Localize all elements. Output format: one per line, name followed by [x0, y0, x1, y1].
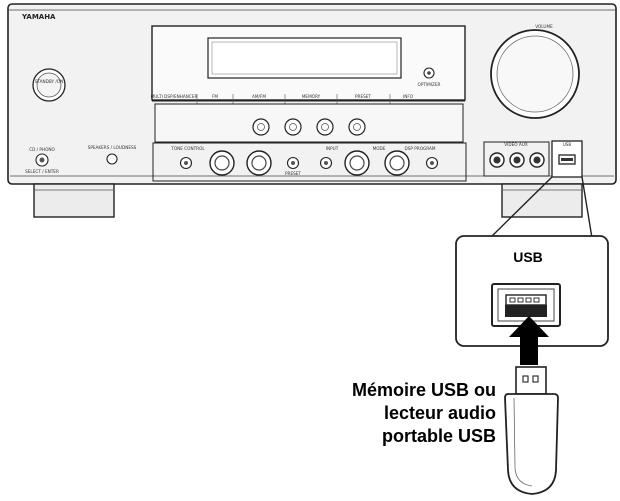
dsp-knob[interactable]: [384, 150, 410, 176]
preset-knob-4[interactable]: [348, 118, 366, 136]
caption-line-1: Mémoire USB ou: [351, 380, 496, 400]
usb-stick-connector: [515, 366, 547, 395]
optimizer-label: OPTIMIZER: [418, 82, 441, 87]
display-label-3: MEMORY: [302, 94, 321, 99]
volume-knob[interactable]: [490, 29, 580, 119]
zoomed-usb-port[interactable]: [491, 283, 561, 327]
display-label-5: INFO: [403, 94, 414, 99]
standby-button[interactable]: STANDBY /ON: [32, 68, 66, 102]
bass-knob[interactable]: [209, 150, 235, 176]
brand-logo: YAMAHA: [21, 13, 56, 21]
cd-phono-knob[interactable]: [35, 153, 49, 167]
dsp-label: DSP PROGRAM: [405, 146, 436, 151]
straight-button[interactable]: [425, 156, 439, 170]
preset-knob-3[interactable]: [316, 118, 334, 136]
front-usb-port[interactable]: [558, 154, 576, 165]
left-foot: [33, 183, 115, 218]
receiver-front-panel: YAMAHA STANDBY /ON OPTIMIZER MULTI DSP/E…: [7, 3, 617, 218]
preset-knob-2[interactable]: [284, 118, 302, 136]
input-label: INPUT: [326, 146, 339, 151]
speakers-button[interactable]: [106, 153, 118, 165]
optimizer-jack[interactable]: [423, 67, 435, 79]
volume-label: VOLUME: [535, 24, 553, 29]
zoom-callout-lines: [489, 176, 593, 239]
preset-strip: [154, 103, 464, 143]
usb-stick-body: [504, 393, 559, 495]
lower-control-band: [152, 142, 467, 182]
caption-line-3: portable USB: [381, 426, 496, 446]
insert-arrow-icon: [509, 316, 549, 365]
aux-video-jack[interactable]: [489, 152, 505, 168]
aux-audio-left-jack[interactable]: [509, 152, 525, 168]
tone-button[interactable]: [179, 156, 193, 170]
aux-label: VIDEO AUX: [504, 142, 528, 147]
speakers-label: SPEAKERS / LOUDNESS: [88, 145, 137, 150]
treble-knob[interactable]: [246, 150, 272, 176]
tone-label: TONE CONTROL: [170, 146, 205, 151]
tuner-button-row: MULTI DSP/ENHANCER FM AM/FM MEMORY PRESE…: [151, 94, 465, 106]
usb-callout-box: USB: [455, 235, 609, 347]
usb-device-caption: Mémoire USB ou lecteur audio portable US…: [256, 379, 496, 448]
preset-button[interactable]: [286, 156, 300, 170]
display-label-1: FM: [212, 94, 218, 99]
display-label-4: PRESET: [355, 94, 371, 99]
usb-callout-label: USB: [513, 249, 543, 265]
cd-phono-label: CD / PHONO: [29, 147, 55, 152]
display-window: [207, 37, 402, 79]
caption-line-2: lecteur audio: [383, 403, 496, 423]
usb-stick-device[interactable]: [504, 366, 559, 495]
preset-label: PRESET: [285, 171, 301, 176]
usb-small-label: USB: [563, 142, 572, 147]
mode-label: MODE: [373, 146, 386, 151]
display-label-2: AM/FM: [252, 94, 266, 99]
aux-audio-right-jack[interactable]: [529, 152, 545, 168]
standby-label: STANDBY /ON: [35, 79, 63, 84]
right-foot: [501, 183, 583, 218]
select-enter-label: SELECT / ENTER: [25, 169, 59, 174]
input-button[interactable]: [319, 156, 333, 170]
input-knob[interactable]: [344, 150, 370, 176]
preset-knob-1[interactable]: [252, 118, 270, 136]
display-label-0: MULTI DSP/ENHANCER: [151, 94, 198, 99]
aux-jack-panel: [483, 141, 550, 177]
